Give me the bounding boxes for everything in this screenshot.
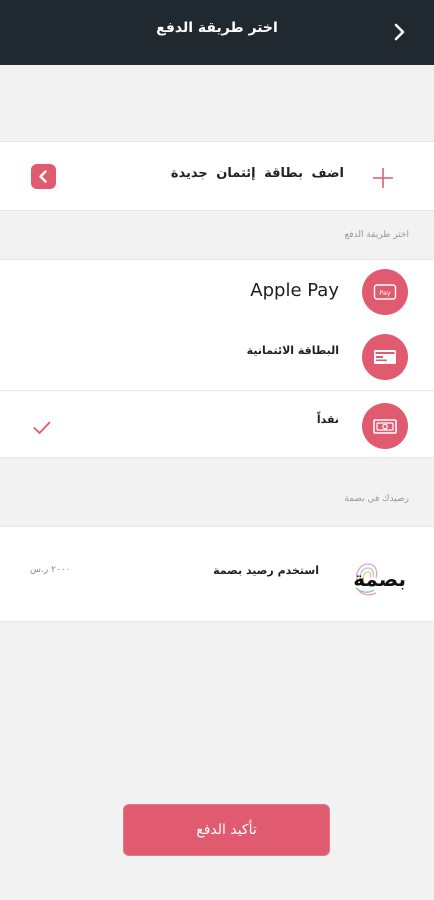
payment-option-label: البطاقة الائتمانية xyxy=(246,344,339,357)
page-title: اختر طريقة الدفع xyxy=(156,20,278,36)
basma-balance-row[interactable]: بصمة استخدم رصيد بصمة ٢٠٠٠ ر.س xyxy=(0,526,434,622)
chevron-left-icon xyxy=(39,170,47,183)
payment-option-label: Apple Pay xyxy=(250,280,339,301)
confirm-payment-button[interactable]: تأكيد الدفع xyxy=(123,804,330,856)
payment-option-cash[interactable]: نقداً xyxy=(0,391,434,458)
svg-text:Pay: Pay xyxy=(379,289,391,297)
add-card-chevron-button[interactable] xyxy=(31,164,56,189)
back-arrow-icon[interactable] xyxy=(390,23,408,41)
check-icon xyxy=(33,421,51,434)
basma-logo: بصمة xyxy=(352,552,408,598)
credit-card-icon xyxy=(362,334,408,380)
use-basma-balance-label: استخدم رصيد بصمة xyxy=(213,564,319,577)
add-card-row[interactable]: اضف بطاقة إئتمان جديدة xyxy=(0,141,434,211)
payment-section-label: اختر طريقة الدفع xyxy=(344,230,409,240)
basma-section-label: رصيدك في بصمة xyxy=(344,494,409,504)
basma-balance-amount: ٢٠٠٠ ر.س xyxy=(30,565,71,575)
add-card-label: اضف بطاقة إئتمان جديدة xyxy=(170,166,344,181)
payment-option-credit-card[interactable]: البطاقة الائتمانية xyxy=(0,324,434,391)
payment-option-label: نقداً xyxy=(316,413,339,426)
top-bar: اختر طريقة الدفع xyxy=(0,0,434,65)
cash-icon xyxy=(362,403,408,449)
payment-option-apple-pay[interactable]: Pay Apple Pay xyxy=(0,259,434,325)
svg-text:بصمة: بصمة xyxy=(353,567,406,591)
plus-icon xyxy=(373,168,393,188)
apple-pay-icon: Pay xyxy=(362,269,408,315)
